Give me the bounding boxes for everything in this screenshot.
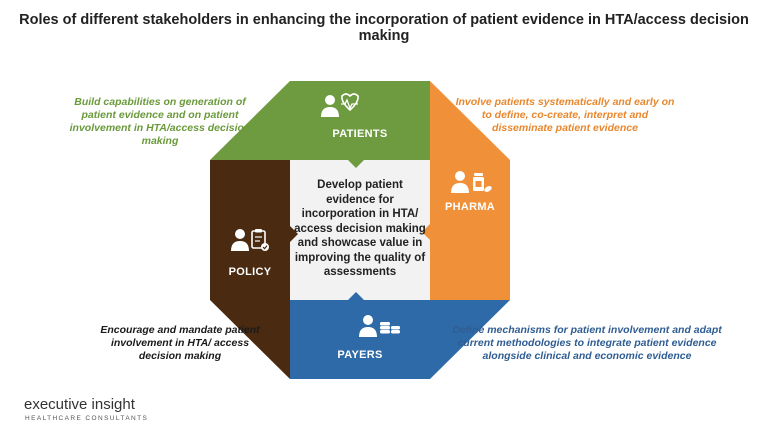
logo-tagline: HEALTHCARE CONSULTANTS: [25, 415, 149, 422]
policy-label: POLICY: [228, 266, 272, 278]
payers-pointer: [348, 292, 364, 300]
pharma-pointer: [422, 224, 430, 240]
payers-label: PAYERS: [337, 349, 383, 361]
center-text: Develop patient evidence for incorporati…: [294, 179, 426, 278]
patients-description: Build capabilities on generation of pati…: [69, 96, 251, 147]
pharma-label: PHARMA: [444, 201, 496, 213]
page-title: Roles of different stakeholders in enhan…: [19, 12, 749, 44]
policy-segment: [210, 160, 296, 379]
patients-segment: [210, 81, 430, 166]
person-heartbeat-icon: [321, 93, 359, 117]
center-box: [290, 160, 430, 300]
policy-description: Encourage and mandate patient involvemen…: [100, 324, 260, 362]
person-coins-icon: [359, 315, 400, 337]
payers-segment: [290, 294, 510, 379]
logo-name: executive insight: [24, 396, 135, 413]
patients-pointer: [348, 160, 364, 168]
pharma-description: Involve patients systematically and earl…: [455, 96, 675, 134]
patients-label: PATIENTS: [332, 128, 388, 140]
person-medicine-icon: [451, 171, 492, 193]
policy-pointer: [290, 226, 298, 242]
payers-description: Define mechanisms for patient involvemen…: [452, 324, 722, 362]
person-clipboard-icon: [231, 229, 269, 251]
